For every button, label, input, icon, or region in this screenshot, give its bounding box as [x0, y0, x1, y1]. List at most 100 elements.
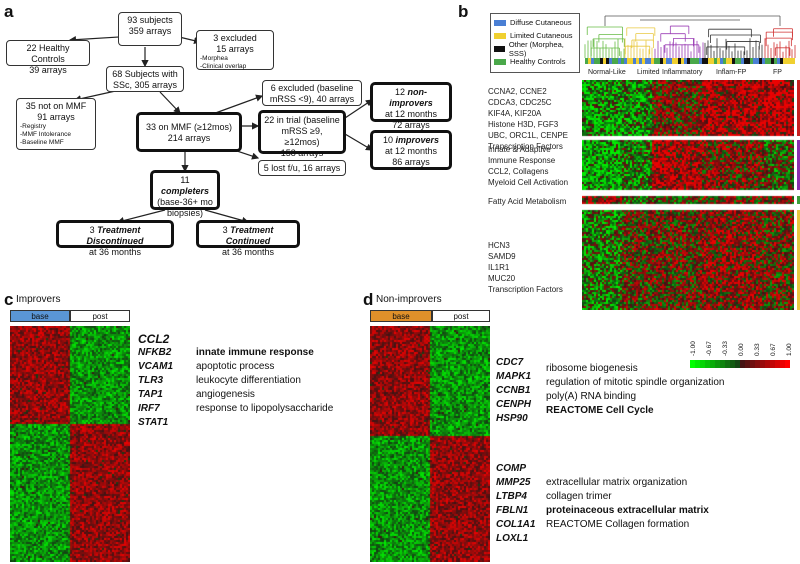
not-mmf-arrays: 91 arrays [37, 112, 75, 122]
sample-subtype-cell [792, 58, 795, 64]
sample-subtype-cell [588, 58, 591, 64]
excluded-note-overlap: -Clinical overlap [200, 63, 247, 70]
sample-subtype-cell [651, 58, 654, 64]
non-improvers-arrays: 72 arrays [392, 120, 430, 130]
legend-item: Diffuse Cutaneous [494, 16, 576, 29]
sample-subtype-cell [645, 58, 648, 64]
legend-label: Healthy Controls [510, 57, 566, 66]
not-mmf-note-registry: -Registry [20, 123, 47, 130]
scale-cell [735, 360, 740, 368]
cluster-label: Limited [637, 69, 660, 76]
row-gene-label: Fatty Acid Metabolism [488, 197, 567, 206]
cluster-color-bar [585, 58, 795, 64]
discontinued-time: at 36 months [88, 247, 142, 257]
excluded-3-arrays: 15 arrays [216, 44, 254, 54]
excluded-note-morphea: -Morphea [200, 55, 228, 62]
completers-title: completers [160, 186, 210, 196]
sample-subtype-cell [663, 58, 666, 64]
scale-cell [700, 360, 705, 368]
scale-tick-label: 0.00 [738, 343, 745, 356]
row-group-color-bar [797, 140, 800, 190]
panel-b-letter: b [458, 2, 469, 21]
sample-subtype-cell [741, 58, 744, 64]
continued-count: 3 [222, 225, 231, 235]
in-trial-label: 22 in trial (baseline [264, 115, 340, 125]
legend-item: Other (Morphea, SSS) [494, 39, 576, 58]
scale-tick-label: -0.67 [706, 341, 713, 356]
scale-cell [695, 360, 700, 368]
sample-subtype-cell [690, 58, 693, 64]
subtype-legend: Diffuse Cutaneous Limited Cutaneous Othe… [490, 13, 580, 73]
gene-label: NFKB2 [138, 347, 172, 358]
scale-tick-label: -0.33 [722, 341, 729, 356]
panel-c-base-tag: base [10, 310, 70, 322]
enrichment-term: poly(A) RNA binding [546, 391, 637, 402]
panel-c-post-tag: post [70, 310, 130, 322]
sample-subtype-cell [660, 58, 663, 64]
scale-cell [710, 360, 715, 368]
heatmap-b [582, 80, 794, 310]
sample-subtype-cell [738, 58, 741, 64]
not-mmf-note-intolerance: -MMF Intolerance [20, 131, 71, 138]
panel-d-title: Non-improvers [376, 294, 442, 305]
legend-item: Healthy Controls [494, 55, 576, 68]
flow-total-subjects: 93 subjects 359 arrays [118, 12, 182, 46]
legend-swatch-limited [494, 32, 506, 39]
gene-label: LOXL1 [496, 533, 529, 544]
panel-d-post-tag: post [432, 310, 490, 322]
sample-subtype-cell [717, 58, 720, 64]
scale-cell [705, 360, 710, 368]
enrichment-term: response to lipopolysaccharide [196, 403, 334, 414]
legend-label: Other (Morphea, SSS) [508, 39, 564, 58]
panel-d-base-tag: base [370, 310, 432, 322]
row-gene-label: CDCA3, CDC25C [488, 98, 552, 107]
enrichment-term: angiogenesis [196, 389, 255, 400]
sample-subtype-cell [780, 58, 783, 64]
excluded-6-label: 6 excluded (baseline [270, 83, 354, 93]
enrichment-term: leukocyte differentiation [196, 375, 301, 386]
sample-subtype-cell [597, 58, 600, 64]
flow-ssc-subjects: 68 Subjects with SSc, 305 arrays [106, 66, 184, 92]
scale-cell [765, 360, 770, 368]
sample-subtype-cell [675, 58, 678, 64]
scale-tick-label: 1.00 [786, 343, 793, 356]
sample-subtype-cell [654, 58, 657, 64]
sample-subtype-cell [774, 58, 777, 64]
sample-subtype-cell [684, 58, 687, 64]
enrichment-term: ribosome biogenesis [546, 363, 638, 374]
gene-label: LTBP4 [496, 491, 527, 502]
cluster-label: Normal-Like [588, 69, 626, 76]
flow-on-mmf: 33 on MMF (≥12mos) 214 arrays [136, 112, 242, 152]
not-mmf-label: 35 not on MMF [25, 101, 87, 111]
row-gene-label: CCL2, Collagens [488, 167, 549, 176]
enrichment-term: collagen trimer [546, 491, 612, 502]
sample-subtype-cell [681, 58, 684, 64]
enrichment-term: innate immune response [196, 347, 314, 358]
discontinued-count: 3 [89, 225, 98, 235]
row-gene-label: Immune Response [488, 156, 556, 165]
gene-label: CDC7 [496, 357, 524, 368]
row-group-color-bar [797, 196, 800, 204]
improvers-time: at 12 months [384, 146, 438, 156]
cluster-label: Inflam-FP [716, 69, 747, 76]
row-gene-label: MUC20 [488, 274, 516, 283]
legend-item: Limited Cutaneous [494, 29, 576, 42]
gene-label: MMP25 [496, 477, 531, 488]
flow-non-improvers: 12 non-improvers at 12 months 72 arrays [370, 82, 452, 130]
sample-subtype-cell [756, 58, 759, 64]
sample-subtype-cell [747, 58, 750, 64]
enrichment-term: proteinaceous extracellular matrix [546, 505, 709, 516]
lost-followup-label: 5 lost f/u, 16 arrays [263, 163, 341, 173]
sample-subtype-cell [669, 58, 672, 64]
sample-subtype-cell [585, 58, 588, 64]
improvers-count: 10 [382, 135, 396, 145]
sample-subtype-cell [636, 58, 639, 64]
scale-cell [725, 360, 730, 368]
gene-label: FBLN1 [496, 505, 529, 516]
gene-label: TAP1 [138, 389, 163, 400]
